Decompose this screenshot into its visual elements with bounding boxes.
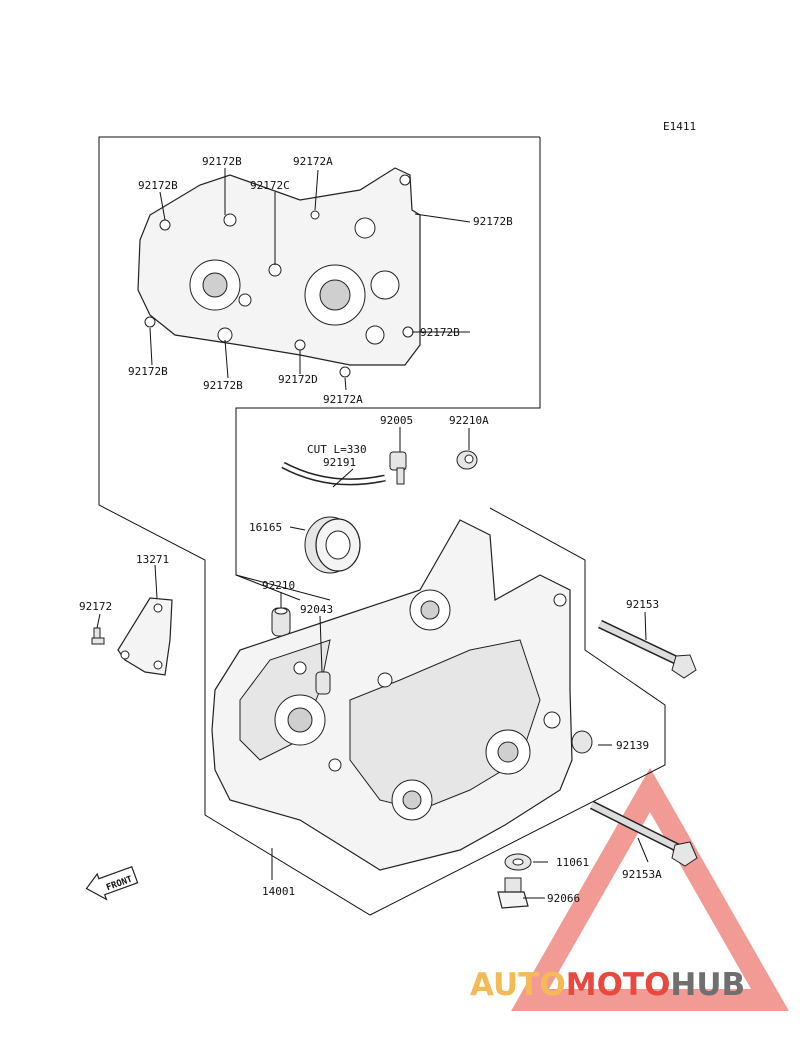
label-92066: 92066 bbox=[547, 892, 580, 905]
label-92172b-right2: 92172B bbox=[420, 326, 460, 339]
label-cut-note: CUT L=330 bbox=[307, 443, 367, 456]
stud-bolt-a bbox=[589, 800, 698, 867]
label-92172a-top: 92172A bbox=[293, 155, 333, 168]
small-bolt bbox=[91, 627, 105, 645]
label-92172a-bottom: 92172A bbox=[323, 393, 363, 406]
watermark-moto: MOTO bbox=[566, 967, 671, 1003]
watermark-auto: AUTO bbox=[470, 967, 566, 1003]
drain-plug bbox=[497, 877, 529, 909]
label-13271: 13271 bbox=[136, 553, 169, 566]
label-92153a: 92153A bbox=[622, 868, 662, 881]
label-92172d: 92172D bbox=[278, 373, 318, 386]
label-92172b-top: 92172B bbox=[202, 155, 242, 168]
label-92172b-bottom-left: 92172B bbox=[128, 365, 168, 378]
washer bbox=[504, 853, 532, 871]
stud-bolt bbox=[598, 619, 697, 679]
label-16165: 16165 bbox=[249, 521, 282, 534]
watermark-text: AUTOMOTOHUB bbox=[470, 967, 745, 1003]
hose-fitting bbox=[389, 451, 407, 485]
label-92153: 92153 bbox=[626, 598, 659, 611]
spacer-a bbox=[456, 450, 478, 470]
label-92210a: 92210A bbox=[449, 414, 489, 427]
breather-hose bbox=[281, 461, 386, 486]
label-92191: 92191 bbox=[323, 456, 356, 469]
label-11061: 11061 bbox=[556, 856, 589, 869]
oil-seal bbox=[304, 516, 361, 574]
label-92172b-bottom: 92172B bbox=[203, 379, 243, 392]
frame-lines bbox=[98, 136, 666, 916]
label-92210: 92210 bbox=[262, 579, 295, 592]
crankcase-body bbox=[211, 519, 573, 871]
label-92139: 92139 bbox=[616, 739, 649, 752]
label-92172b-right: 92172B bbox=[473, 215, 513, 228]
label-14001: 14001 bbox=[262, 885, 295, 898]
bracket bbox=[117, 597, 173, 676]
label-92172b-left: 92172B bbox=[138, 179, 178, 192]
label-92172: 92172 bbox=[79, 600, 112, 613]
spacer bbox=[271, 607, 291, 637]
crankcase-gasket bbox=[137, 167, 421, 378]
diagram-code: E1411 bbox=[663, 120, 696, 133]
watermark-hub: HUB bbox=[670, 967, 745, 1003]
dowel-pin bbox=[571, 730, 593, 754]
label-92005: 92005 bbox=[380, 414, 413, 427]
leader-lines bbox=[96, 168, 649, 899]
label-92172c: 92172C bbox=[250, 179, 290, 192]
front-arrow-icon: FRONT bbox=[85, 865, 139, 901]
label-92043: 92043 bbox=[300, 603, 333, 616]
watermark-triangle bbox=[511, 767, 789, 1011]
